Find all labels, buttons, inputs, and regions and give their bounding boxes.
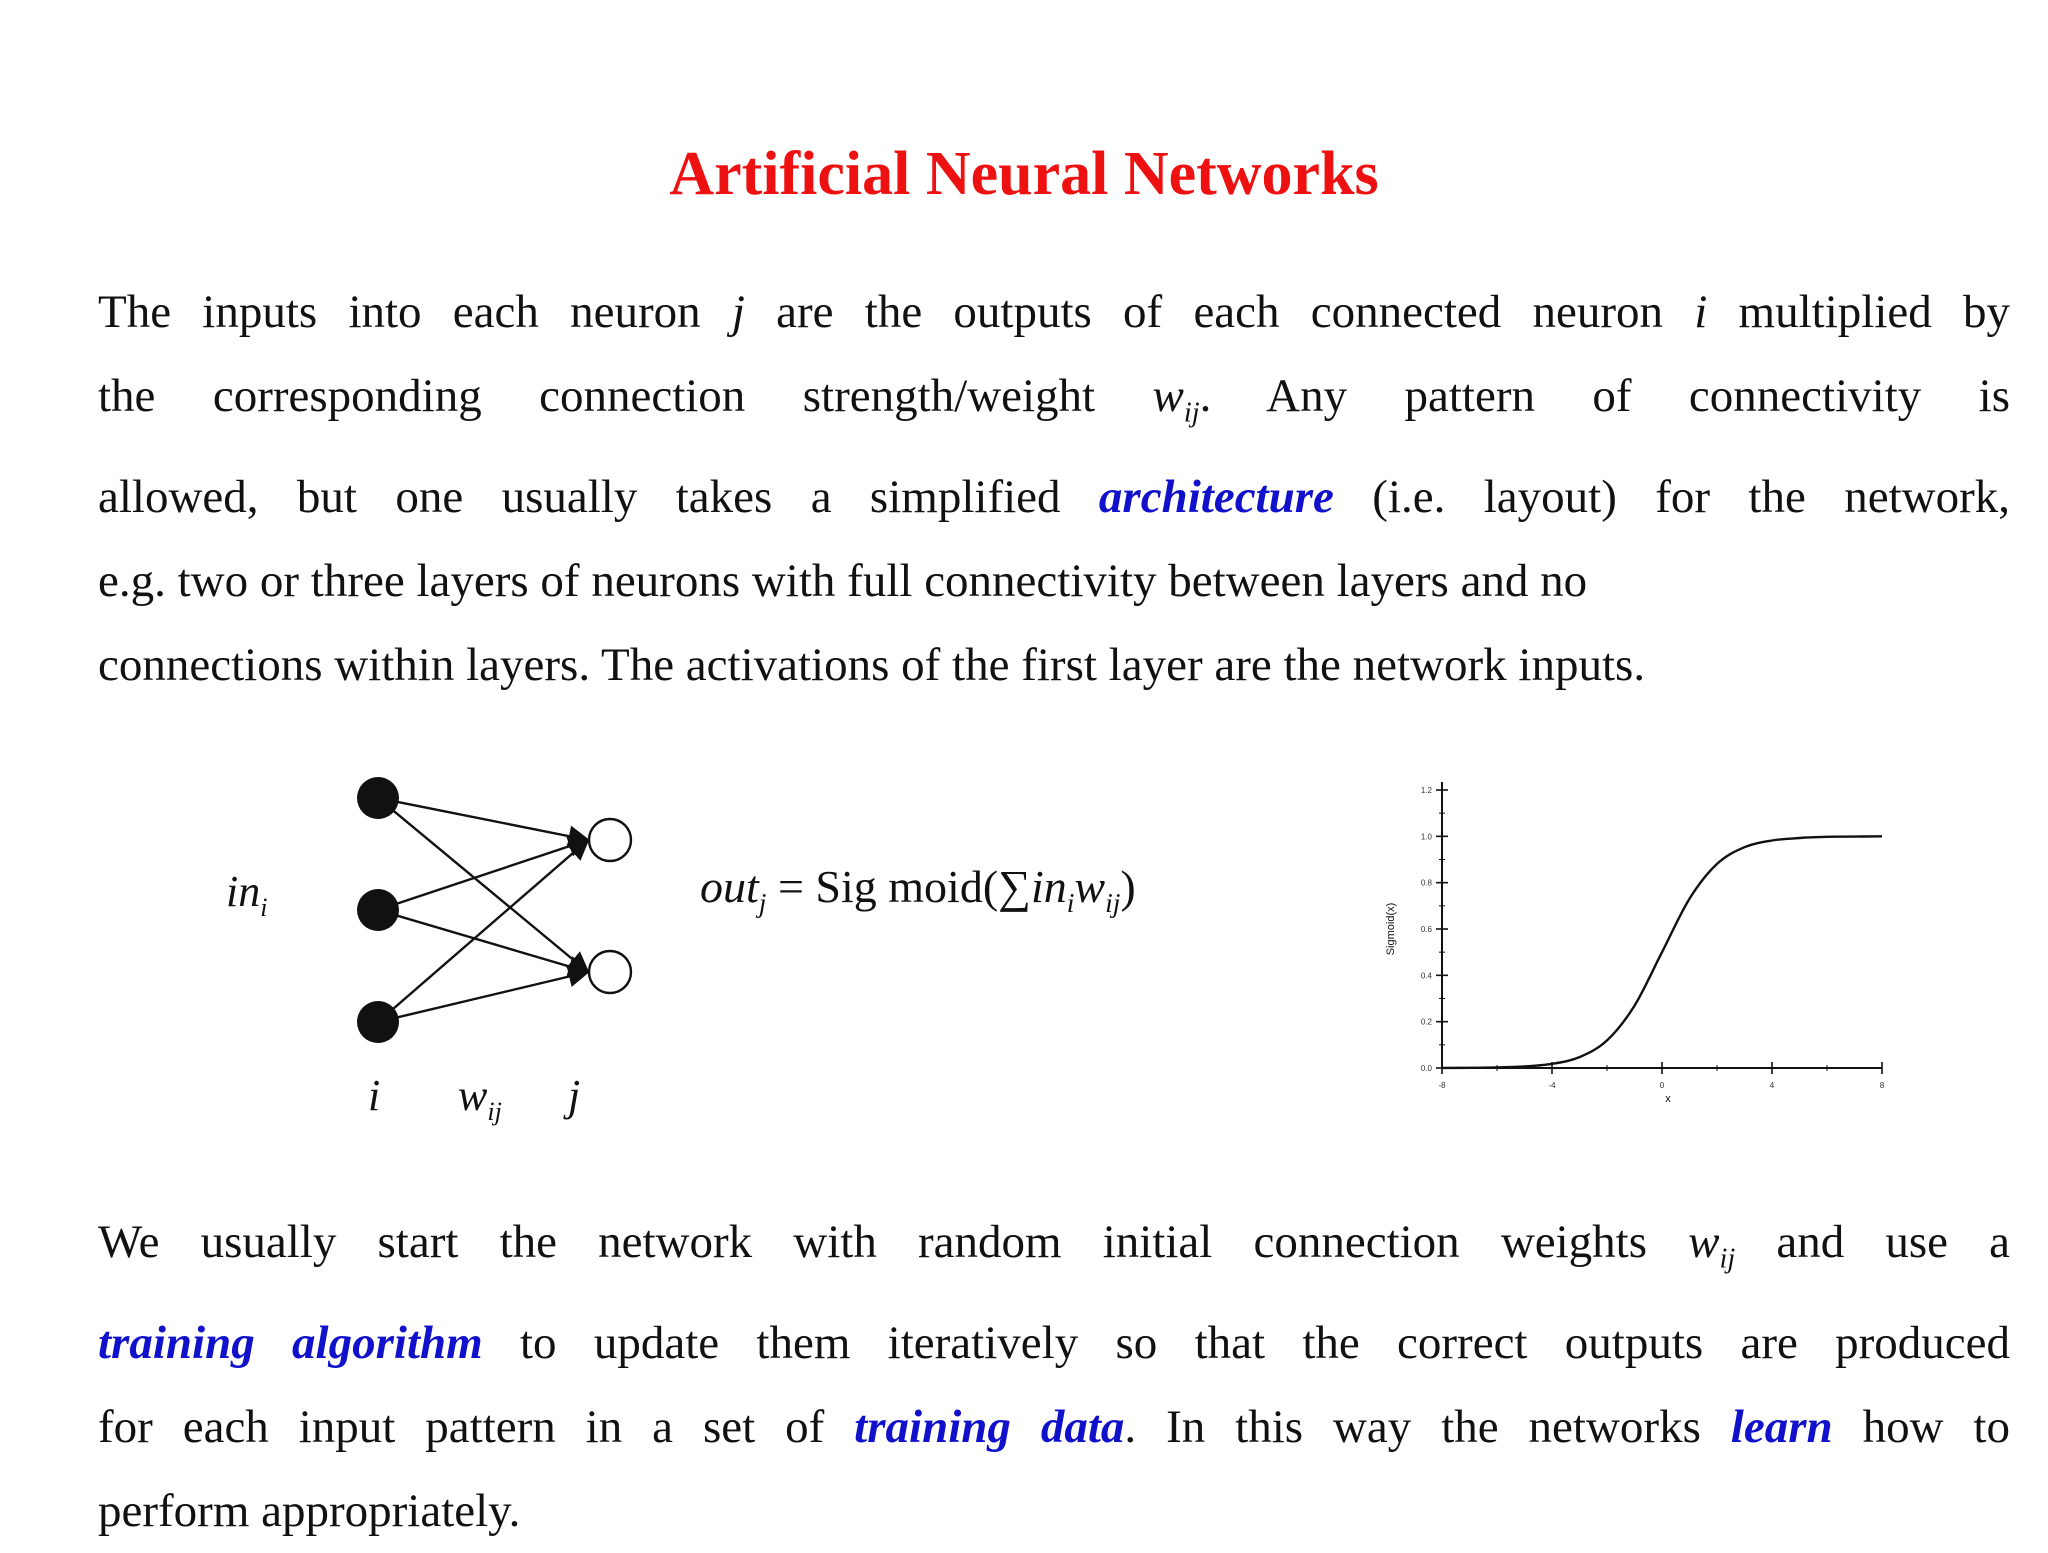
intro-line-2: the corresponding connection strength/we…	[98, 354, 2010, 455]
y-tick-label: 1.0	[1421, 832, 1433, 841]
page-title: Artificial Neural Networks	[669, 140, 1379, 208]
activation-formula: outj = Sig moid(∑iniwij)	[700, 860, 1136, 919]
y-tick-label: 0.2	[1421, 1018, 1433, 1027]
input-label-main: in	[226, 867, 260, 916]
term-training-algorithm: training algorithm	[98, 1317, 483, 1370]
input-label-subscript: i	[260, 893, 267, 922]
text-run: . In this way the networks	[1124, 1401, 1731, 1454]
output-neuron-1	[587, 817, 633, 863]
label-w-subscript: ij	[487, 1097, 501, 1126]
symbol-j: j	[731, 286, 745, 338]
formula-out-subscript: j	[758, 887, 767, 919]
intro-line-4: e.g. two or three layers of neurons with…	[98, 555, 1588, 608]
symbol-wij: wij	[1152, 370, 1200, 428]
intro-line-3: allowed, but one usually takes a simplif…	[98, 455, 2010, 539]
training-line-1: We usually start the network with random…	[98, 1200, 2010, 1301]
formula-in: in	[1030, 861, 1067, 912]
symbol-i: i	[1694, 286, 1708, 338]
x-tick-label: 4	[1770, 1081, 1775, 1090]
formula-w-subscript: ij	[1105, 887, 1121, 919]
symbol-w: w	[1152, 370, 1184, 422]
text-run: allowed, but one usually takes a simplif…	[98, 471, 1099, 524]
y-tick-label: 0.8	[1421, 879, 1433, 888]
formula-in-subscript: i	[1066, 887, 1075, 919]
connection-2-2	[377, 908, 591, 977]
symbol-subscript: ij	[1183, 397, 1200, 429]
intro-paragraph: The inputs into each neuron j are the ou…	[98, 270, 2010, 707]
intro-line-5: connections within layers. The activatio…	[98, 639, 1646, 692]
network-diagram: ini i wij j	[226, 777, 633, 1126]
term-training-data: training data	[854, 1401, 1125, 1454]
connection-1-2	[377, 797, 590, 974]
sigmoid-curve	[1441, 835, 1883, 1070]
y-axis-label: Sigmoid(x)	[1385, 903, 1397, 956]
formula-out: out	[700, 861, 759, 912]
y-tick-label: 1.2	[1421, 786, 1433, 795]
term-architecture: architecture	[1098, 471, 1334, 524]
x-axis-label: x	[1665, 1093, 1671, 1105]
chart-ticks: 0.0 0.2 0.4 0.6 0.8 1.0 1.2 -8 -4 0 4 8	[1421, 786, 1885, 1090]
formula-close-paren: )	[1120, 861, 1136, 912]
text-run: . Any pattern of connectivity is	[1199, 370, 2011, 422]
connection-1-1	[377, 796, 591, 847]
input-label: ini	[226, 867, 267, 922]
connection-3-2	[377, 965, 591, 1024]
text-run: The inputs into each neuron	[98, 286, 732, 338]
text-run: are the outputs of each connected neuron	[744, 286, 1695, 338]
y-tick-label: 0.0	[1421, 1064, 1433, 1073]
training-paragraph: We usually start the network with random…	[98, 1200, 2010, 1553]
formula-equals: = Sig moid(	[766, 861, 999, 912]
term-learn: learn	[1730, 1401, 1833, 1454]
sum-symbol: ∑	[998, 861, 1031, 912]
chart-axes	[1441, 782, 1882, 1069]
intro-line-1: The inputs into each neuron j are the ou…	[98, 270, 2010, 354]
symbol-subscript: ij	[1719, 1243, 1736, 1275]
connection-2-1	[377, 835, 591, 912]
text-run: (i.e. layout) for the network,	[1333, 471, 2010, 524]
label-i: i	[368, 1071, 380, 1120]
training-line-2: training algorithm to update them iterat…	[98, 1301, 2010, 1385]
text-run: multiplied by	[1707, 286, 2010, 338]
x-tick-label: 8	[1880, 1081, 1885, 1090]
output-neuron-2	[587, 949, 633, 995]
connection-3-1	[377, 838, 590, 1023]
connections	[377, 796, 591, 1024]
y-tick-label: 0.6	[1421, 925, 1433, 934]
y-tick-label: 0.4	[1421, 971, 1433, 980]
formula-w: w	[1074, 861, 1106, 912]
training-line-3: for each input pattern in a set of train…	[98, 1385, 2010, 1469]
x-tick-label: 0	[1660, 1081, 1665, 1090]
text-run: and use a	[1735, 1216, 2010, 1268]
text-run: We usually start the network with random…	[98, 1216, 1689, 1268]
input-neuron-1	[357, 777, 399, 819]
symbol-w: w	[1688, 1216, 1720, 1268]
input-neuron-2	[357, 889, 399, 931]
text-run: to update them iteratively so that the c…	[482, 1317, 2011, 1370]
label-w-main: w	[458, 1071, 488, 1120]
text-run: how to	[1832, 1401, 2010, 1454]
label-wij: wij	[458, 1071, 502, 1126]
input-neuron-3	[357, 1001, 399, 1043]
x-tick-label: -4	[1548, 1081, 1556, 1090]
symbol-wij: wij	[1688, 1216, 1735, 1274]
training-line-4: perform appropriately.	[98, 1485, 521, 1538]
text-run: for each input pattern in a set of	[98, 1401, 855, 1454]
x-tick-label: -8	[1438, 1081, 1446, 1090]
text-run: the corresponding connection strength/we…	[98, 370, 1153, 422]
label-j: j	[563, 1071, 580, 1120]
